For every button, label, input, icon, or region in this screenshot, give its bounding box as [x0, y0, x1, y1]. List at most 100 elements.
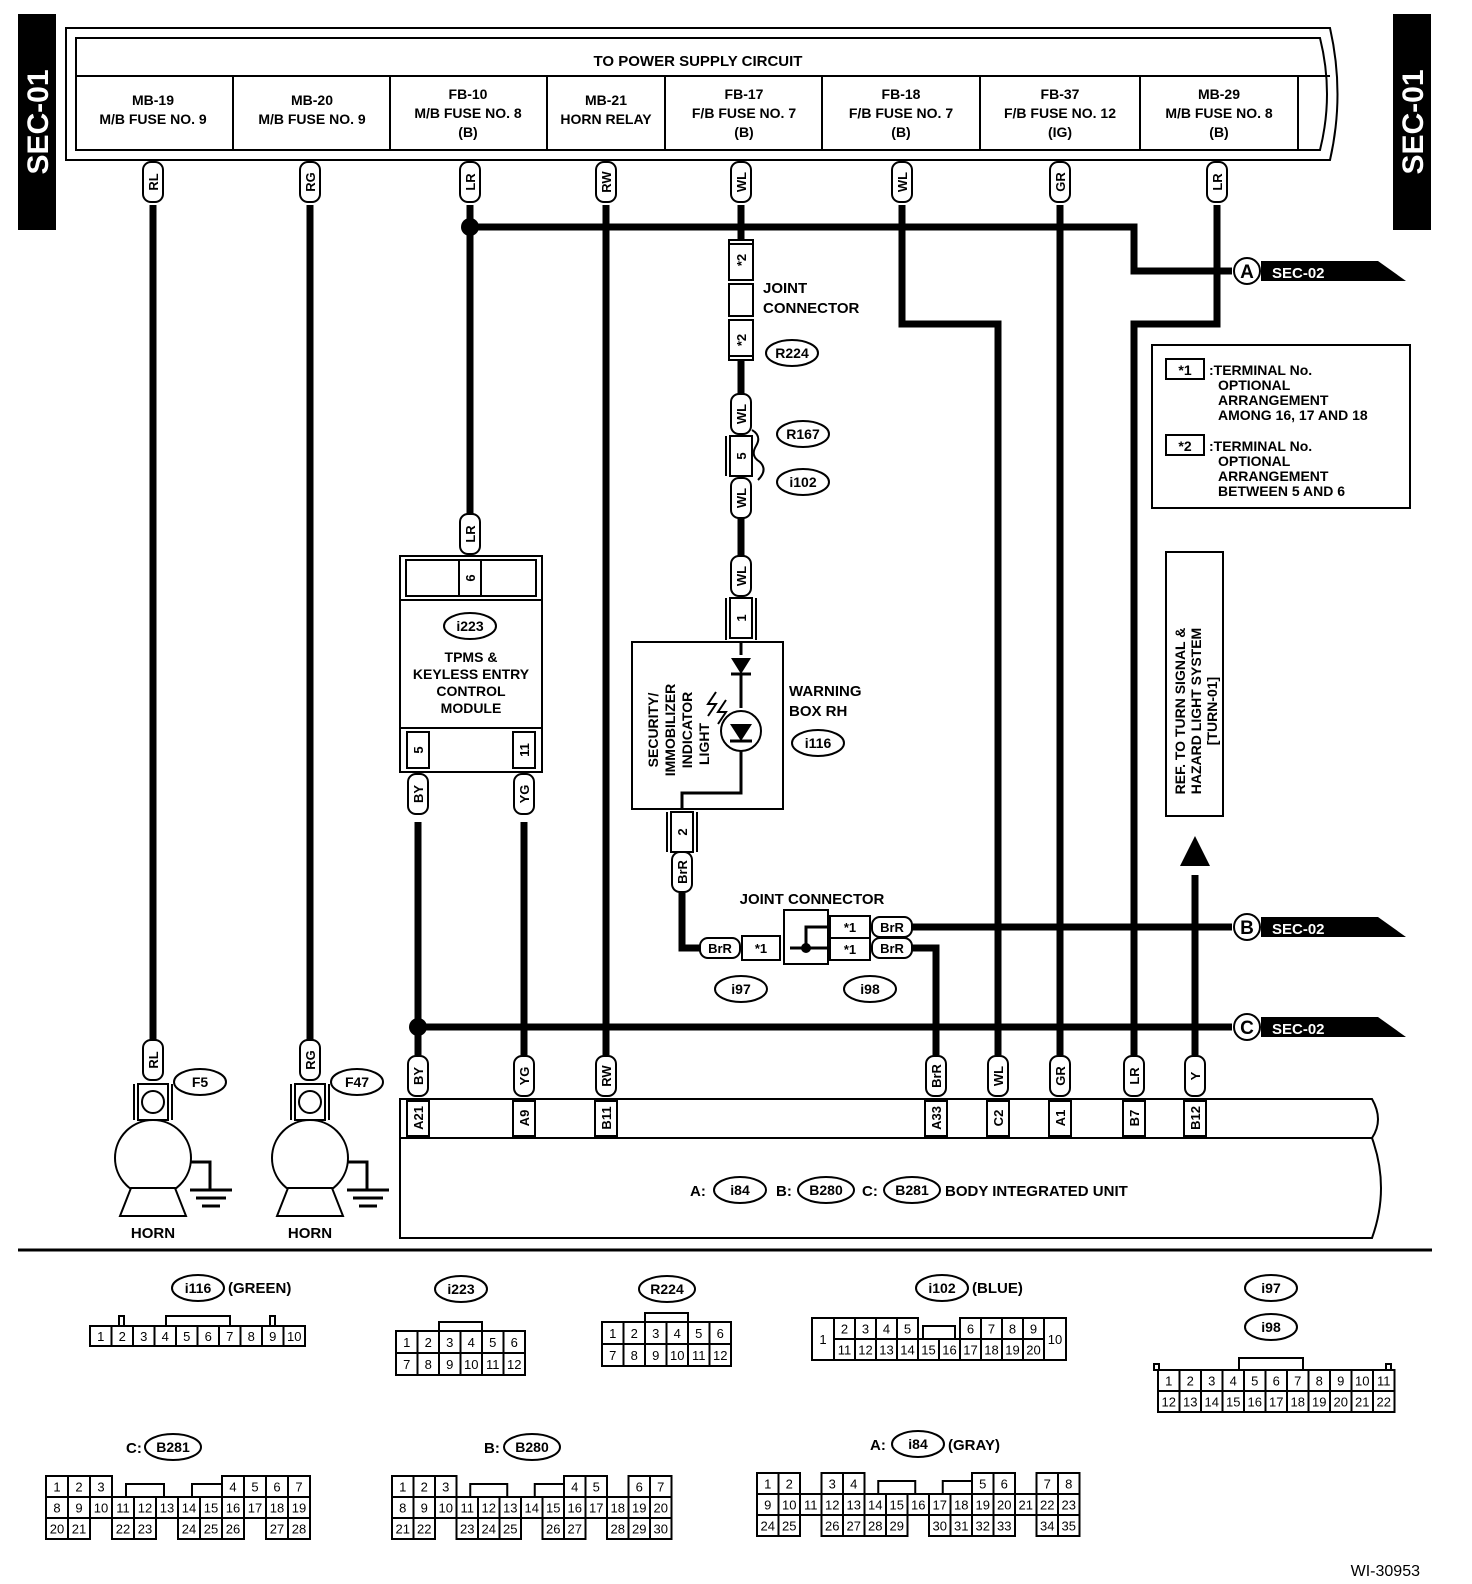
terminal-number: 28	[868, 1519, 882, 1534]
conn-b280-id: B280	[515, 1439, 549, 1455]
biu-pre-c: C:	[862, 1183, 878, 1200]
inline-connector-r167-i102: WL 5 WL R167 i102 WL	[725, 393, 830, 597]
terminal-number: 8	[53, 1501, 60, 1516]
terminal-number: 24	[761, 1519, 775, 1534]
terminal-number: 22	[417, 1522, 431, 1537]
terminal-number: 11	[804, 1498, 818, 1513]
tpms-pin-top: 6	[463, 574, 478, 581]
terminal-number: 14	[182, 1501, 196, 1516]
terminal-number: 2	[786, 1477, 793, 1492]
fuse-4-line1: MB-21	[585, 92, 627, 108]
jc-wire-3: BrR	[880, 941, 904, 956]
terminal-number: 7	[226, 1329, 233, 1344]
terminal-number: 3	[829, 1477, 836, 1492]
horn-1-id: F5	[192, 1074, 209, 1090]
fuse-3-line3: (B)	[458, 124, 477, 140]
warning-vertical-4: LIGHT	[696, 723, 712, 765]
legend-1-line-1: :TERMINAL No.	[1209, 362, 1312, 378]
tpms-wire-top: LR	[463, 525, 478, 543]
light-emission-icon	[706, 691, 718, 717]
biu-wire-y: Y	[1188, 1071, 1203, 1080]
connector-key	[125, 1483, 165, 1498]
horn-f5: RL F5 HORN	[114, 1039, 232, 1242]
tpms-pin-b: 11	[517, 743, 532, 757]
wire-tag-lr: LR	[463, 173, 478, 191]
terminal-number: 8	[1316, 1374, 1323, 1389]
terminal-cell	[1372, 1390, 1396, 1413]
terminal-number: 16	[942, 1343, 956, 1358]
biu-pre-b: B:	[776, 1183, 792, 1200]
legend-1-line-3: ARRANGEMENT	[1218, 392, 1329, 408]
terminal-number: 20	[1334, 1395, 1348, 1410]
tpms-line-3: CONTROL	[436, 683, 506, 699]
terminal-number: 22	[1040, 1498, 1054, 1513]
terminal-number: 14	[900, 1343, 914, 1358]
fuse-4-line2: HORN RELAY	[560, 111, 652, 127]
terminal-number: 19	[1312, 1395, 1326, 1410]
fuse-6-line3: (B)	[891, 124, 910, 140]
terminal-number: 11	[116, 1501, 130, 1516]
ref-line-2: HAZARD LIGHT SYSTEM	[1188, 628, 1204, 794]
terminal-number: 23	[460, 1522, 474, 1537]
terminal-cell	[1057, 1514, 1081, 1537]
terminal-number: 12	[507, 1357, 521, 1372]
terminal-number: 1	[403, 1335, 410, 1350]
terminal-number: 5	[183, 1329, 190, 1344]
terminal-number: 26	[546, 1522, 560, 1537]
sec02-c: C SEC-02	[1233, 1013, 1406, 1041]
top-wire-tags: RL RG LR RW WL WL GR LR	[142, 161, 1228, 203]
ref-line-3: [TURN-01]	[1204, 677, 1220, 745]
fuse-7-line3: (IG)	[1048, 124, 1072, 140]
fuse-1-line2: M/B FUSE NO. 9	[99, 111, 207, 127]
terminal-number: 11	[838, 1343, 852, 1358]
warning-label-1: WARNING	[789, 683, 862, 700]
terminal-cell	[67, 1517, 91, 1540]
terminal-number: 2	[425, 1335, 432, 1350]
terminal-number: 13	[847, 1498, 861, 1513]
fuse-8-line2: M/B FUSE NO. 8	[1165, 105, 1273, 121]
tpms-pin-a: 5	[411, 746, 426, 753]
fuse-3-line1: FB-10	[449, 86, 488, 102]
terminal-number: 6	[511, 1335, 518, 1350]
horn-1-wire: RL	[146, 1051, 161, 1068]
biu-wire-yg: YG	[517, 1067, 532, 1086]
legend-key-1: *1	[1178, 362, 1191, 378]
r224-term-top: *2	[734, 254, 749, 266]
terminal-number: 29	[632, 1522, 646, 1537]
terminal-number: 31	[954, 1519, 968, 1534]
terminal-number: 12	[482, 1501, 496, 1516]
terminal-number: 16	[911, 1498, 925, 1513]
terminal-number: 21	[396, 1522, 410, 1537]
terminal-number: 16	[226, 1501, 240, 1516]
terminal-number: 12	[1162, 1395, 1176, 1410]
terminal-number: 25	[204, 1522, 218, 1537]
terminal-number: 26	[226, 1522, 240, 1537]
terminal-number: 3	[652, 1326, 659, 1341]
terminal-number: 29	[890, 1519, 904, 1534]
terminal-number: 6	[717, 1326, 724, 1341]
r224-term-bottom: *2	[734, 334, 749, 346]
connector-key	[1238, 1357, 1304, 1371]
sec01-right-label: SEC-01	[1397, 69, 1430, 174]
splice-bottom	[409, 1018, 427, 1036]
legend-2-line-3: ARRANGEMENT	[1218, 468, 1329, 484]
biu-wire-lr: LR	[1127, 1067, 1142, 1085]
terminal-cell	[649, 1517, 673, 1540]
terminal-number: 2	[841, 1322, 848, 1337]
conn-i84-pre: A:	[870, 1437, 886, 1454]
biu-pre-a: A:	[690, 1183, 706, 1200]
terminal-number: 7	[609, 1348, 616, 1363]
terminal-number: 21	[1355, 1395, 1369, 1410]
terminal-number: 7	[403, 1357, 410, 1372]
connector-key	[877, 1480, 917, 1495]
joint-connector-bottom-title: JOINT CONNECTOR	[740, 891, 885, 908]
terminal-number: 11	[692, 1348, 706, 1363]
terminal-number: 26	[825, 1519, 839, 1534]
warning-vertical-3: INDICATOR	[679, 692, 695, 768]
conn-i102-note: (BLUE)	[972, 1280, 1023, 1297]
sec01-tab-left	[18, 14, 56, 230]
biu-pin-a1: A1	[1053, 1110, 1068, 1127]
terminal-number: 1	[819, 1332, 826, 1347]
terminal-number: 17	[933, 1498, 947, 1513]
terminal-number: 22	[1377, 1395, 1391, 1410]
